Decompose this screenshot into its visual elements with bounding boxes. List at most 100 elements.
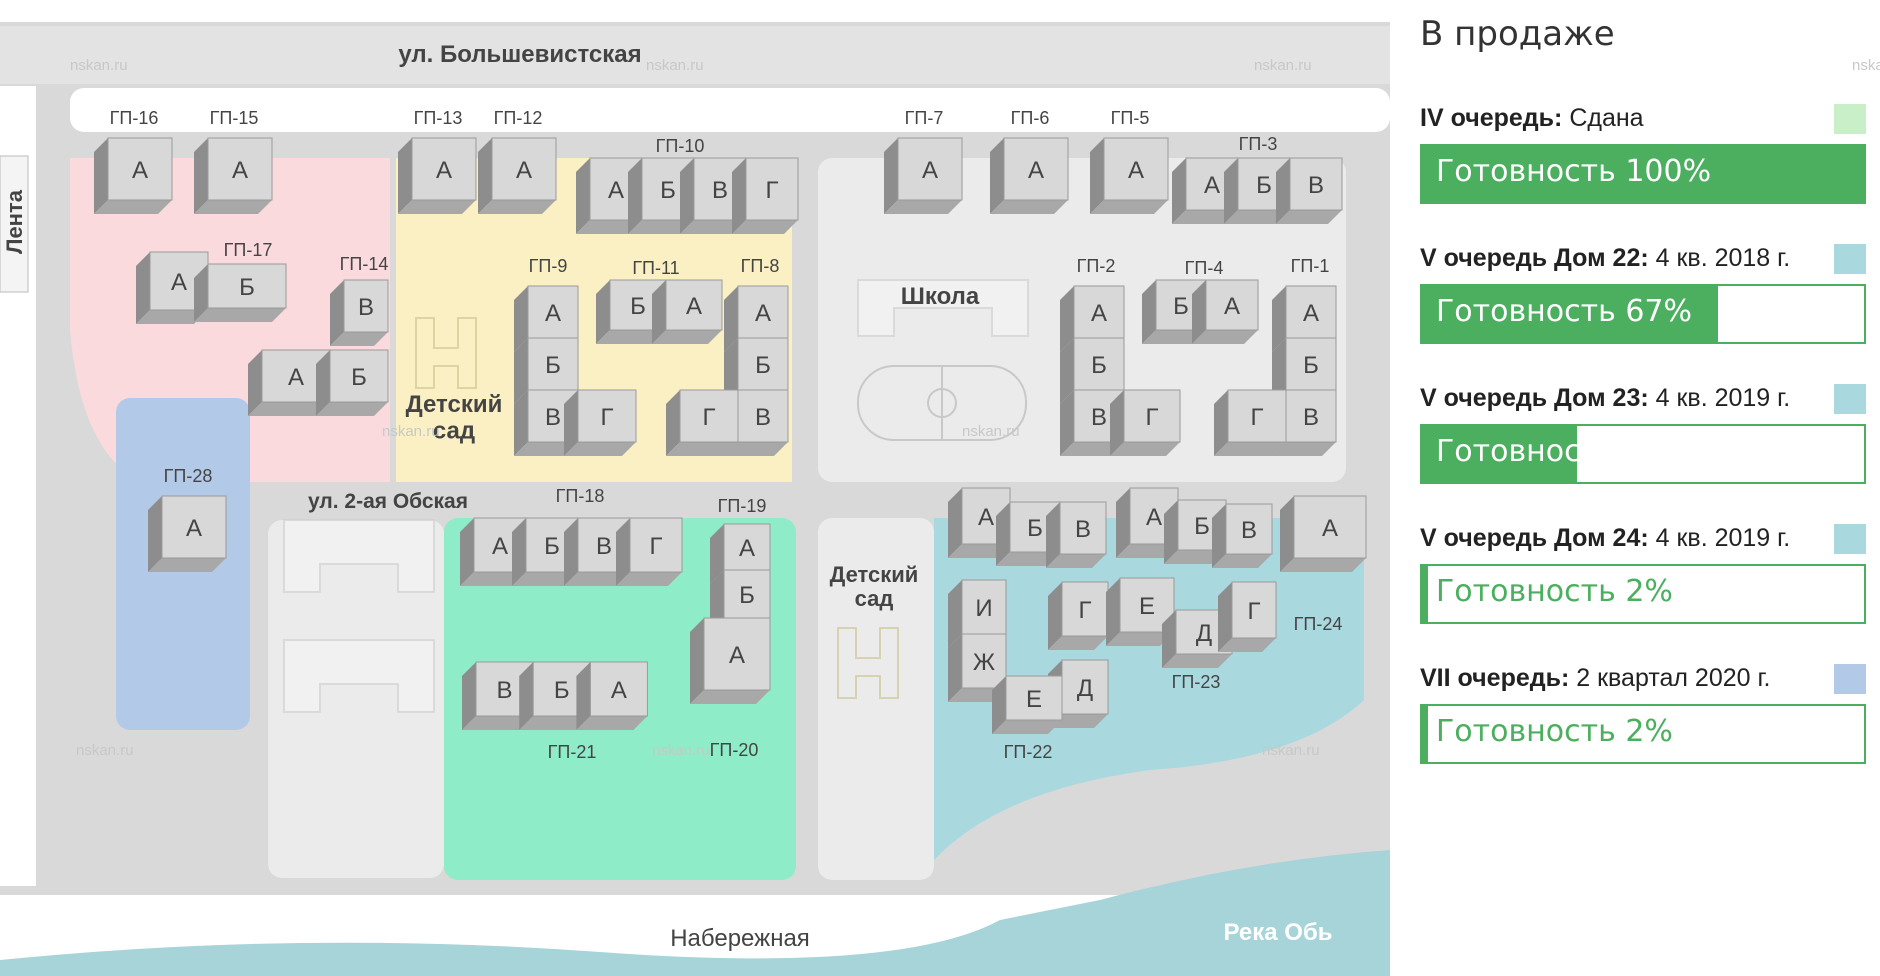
building-section[interactable]: Е [1106,577,1175,646]
queue-color-swatch [1834,104,1866,134]
building-section[interactable]: Г [1110,389,1181,456]
building-label: ГП-17 [224,240,273,260]
section-letter: А [686,293,702,320]
lenta-sign [0,155,29,293]
queue-color-swatch [1834,244,1866,274]
queue-iv[interactable]: IV очередь: Сдана Готовность 100% [1420,104,1866,204]
building-section[interactable]: Г [616,517,683,586]
section-letter: Б [544,533,560,560]
building-section[interactable]: Б [724,337,789,404]
building-label: ГП-9 [529,256,568,276]
building-section[interactable]: А [94,137,173,214]
section-letter: Б [660,177,676,204]
readiness-progress-bar: Готовность 67% [1420,284,1866,344]
section-letter: А [611,677,627,704]
building-section[interactable]: В [1212,503,1273,568]
building-section[interactable]: В [514,389,579,456]
section-letter: В [358,294,374,321]
section-letter: Б [351,364,367,391]
building-section[interactable]: Б [316,349,389,416]
queue-v-house-23[interactable]: V очередь Дом 23: 4 кв. 2019 г. Готовнос… [1420,384,1866,484]
section-letter: А [1028,157,1044,184]
football-field-icon [857,365,1027,441]
building-section[interactable]: А [690,617,771,704]
building-section[interactable]: Е [992,675,1063,734]
building-section[interactable]: Г [1214,389,1287,456]
building-label: ГП-16 [110,108,159,128]
section-letter: А [171,269,187,296]
building-label: ГП-11 [632,258,679,278]
building-section[interactable]: Г [666,389,739,456]
readiness-progress-bar: Готовность 100% [1420,144,1866,204]
progress-label: Готовность 2% [1436,714,1673,749]
building-label: ГП-14 [340,254,389,274]
building-section[interactable]: А [576,661,648,730]
watermark: nskan.ru [76,742,134,759]
building-section[interactable]: Б [194,263,287,322]
queue-detail: 4 кв. 2018 г. [1648,244,1791,272]
building-section[interactable]: А [990,137,1069,214]
section-letter: А [1322,515,1338,542]
building-label: ГП-2 [1077,256,1116,276]
section-letter: Г [650,533,663,560]
section-letter: Б [630,293,646,320]
building-label: ГП-19 [718,496,767,516]
section-letter: В [1075,516,1091,543]
section-letter: В [545,404,561,431]
progress-label: Готовность 2% [1436,574,1673,609]
building-section[interactable]: А [1090,137,1169,214]
watermark: nskan.ru [1852,57,1880,74]
building-label: ГП-13 [414,108,463,128]
queue-name: V очередь Дом 24: [1420,524,1649,552]
building-section[interactable]: А [1192,279,1259,344]
section-letter: В [712,177,728,204]
section-letter: Б [1194,513,1210,540]
building-section[interactable]: А [1280,495,1367,572]
queue-v-house-22[interactable]: V очередь Дом 22: 4 кв. 2018 г. Готовнос… [1420,244,1866,344]
queue-name: V очередь Дом 23: [1420,384,1649,412]
building-section[interactable]: В [1046,501,1107,568]
queue-vii[interactable]: VII очередь: 2 квартал 2020 г. Готовност… [1420,664,1866,764]
building-label: ГП-10 [656,136,705,156]
building-section[interactable]: А [652,279,723,344]
section-letter: В [1241,517,1257,544]
school-building-outline [857,279,1029,337]
watermark: nskan.ru [646,57,704,74]
progress-label: Готовность 100% [1436,154,1712,189]
building-label: ГП-12 [494,108,543,128]
queue-detail: 4 кв. 2019 г. [1648,524,1791,552]
building-label: ГП-15 [210,108,259,128]
building-label: ГП-7 [905,108,944,128]
section-letter: В [1091,404,1107,431]
building-section[interactable]: А [398,137,477,214]
building-section[interactable]: Г [1048,581,1109,650]
building-section[interactable]: Г [1218,581,1277,652]
building-section[interactable]: А [884,137,963,214]
queue-color-swatch [1834,524,1866,554]
building-section[interactable]: В [330,279,389,346]
zone-future-gray [268,520,444,878]
building-section[interactable]: А [148,495,227,572]
progress-label: Готовность 67% [1436,294,1692,329]
section-letter: А [1224,293,1240,320]
building-section[interactable]: Г [564,389,637,456]
building-section[interactable]: А [478,137,557,214]
planned-building-outline [283,639,435,713]
queue-detail: 4 кв. 2019 г. [1648,384,1791,412]
section-letter: А [1204,172,1220,199]
section-letter: А [1128,157,1144,184]
section-letter: Б [755,352,771,379]
section-letter: А [132,157,148,184]
building-section[interactable]: Г [732,157,799,234]
zone-kindergarten [818,518,934,880]
river-label: Река Обь [1223,919,1332,946]
building-label: ГП-18 [556,486,605,506]
street-bolshevistskaya [0,26,1390,84]
section-letter: Д [1077,675,1093,702]
building-section[interactable]: Ж [948,633,1007,702]
building-section[interactable]: В [1276,157,1343,224]
queue-v-house-24[interactable]: V очередь Дом 24: 4 кв. 2019 г. Готовнос… [1420,524,1866,624]
building-section[interactable]: А [194,137,273,214]
